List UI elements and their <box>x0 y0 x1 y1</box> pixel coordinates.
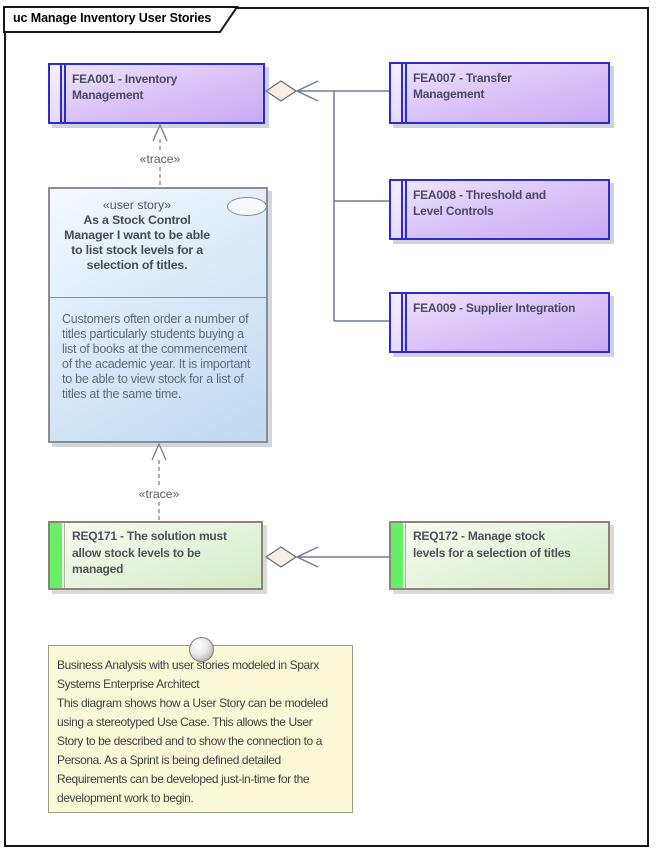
open-arrow-icon <box>295 546 319 568</box>
requirement-req172[interactable]: REQ172 - Manage stock levels for a selec… <box>389 521 610 590</box>
feature-fea007[interactable]: FEA007 - Transfer Management <box>389 62 610 124</box>
feature-double-bar-icon <box>60 65 66 122</box>
user-story-title: As a Stock Control Manager I want to be … <box>64 213 210 272</box>
stereotype-label: «user story» <box>102 198 172 212</box>
feature-label: FEA007 - Transfer Management <box>413 71 512 101</box>
open-arrow-icon <box>295 80 319 102</box>
trace-label-bottom: «trace» <box>135 487 183 501</box>
trace-arrowhead-icon <box>152 123 168 142</box>
frame-tab <box>3 6 239 33</box>
aggregation-connector-features[interactable] <box>264 80 389 322</box>
user-story-description: Customers often order a number of titles… <box>62 312 251 401</box>
feature-left-column <box>50 65 60 122</box>
aggregation-diamond-icon <box>264 546 298 568</box>
note-sphere-icon <box>189 637 214 662</box>
frame-title: uc Manage Inventory User Stories <box>13 11 212 25</box>
feature-left-column <box>391 294 401 351</box>
feature-label: FEA008 - Threshold and Level Controls <box>413 188 546 218</box>
trace-connector-req-to-story[interactable] <box>151 442 167 521</box>
requirement-label: REQ172 - Manage stock levels for a selec… <box>413 529 571 560</box>
feature-label: FEA001 - Inventory Management <box>72 72 178 102</box>
requirement-separator <box>64 523 65 588</box>
feature-double-bar-icon <box>401 64 407 122</box>
aggregation-diamond-icon <box>264 80 298 102</box>
feature-left-column <box>391 181 401 238</box>
requirement-label: REQ171 - The solution must allow stock l… <box>72 529 227 576</box>
feature-double-bar-icon <box>401 294 407 351</box>
aggregation-connector-requirements[interactable] <box>264 546 389 568</box>
trace-arrowhead-icon <box>151 442 167 461</box>
requirement-separator <box>405 523 406 588</box>
note-element[interactable]: Business Analysis with user stories mode… <box>48 645 353 813</box>
feature-fea009[interactable]: FEA009 - Supplier Integration <box>389 292 610 353</box>
feature-fea001[interactable]: FEA001 - Inventory Management <box>48 63 265 124</box>
requirement-status-stripe <box>50 523 62 588</box>
feature-label: FEA009 - Supplier Integration <box>413 301 576 315</box>
user-story-element[interactable]: «user story» As a Stock Control Manager … <box>48 187 268 443</box>
use-case-ellipse-icon <box>227 197 267 216</box>
feature-left-column <box>391 64 401 122</box>
trace-label-top: «trace» <box>136 152 184 166</box>
note-text: Business Analysis with user stories mode… <box>57 658 328 805</box>
feature-double-bar-icon <box>401 181 407 238</box>
feature-fea008[interactable]: FEA008 - Threshold and Level Controls <box>389 179 610 240</box>
requirement-req171[interactable]: REQ171 - The solution must allow stock l… <box>48 521 263 590</box>
user-story-header: «user story» As a Stock Control Manager … <box>50 189 266 298</box>
requirement-status-stripe <box>391 523 403 588</box>
